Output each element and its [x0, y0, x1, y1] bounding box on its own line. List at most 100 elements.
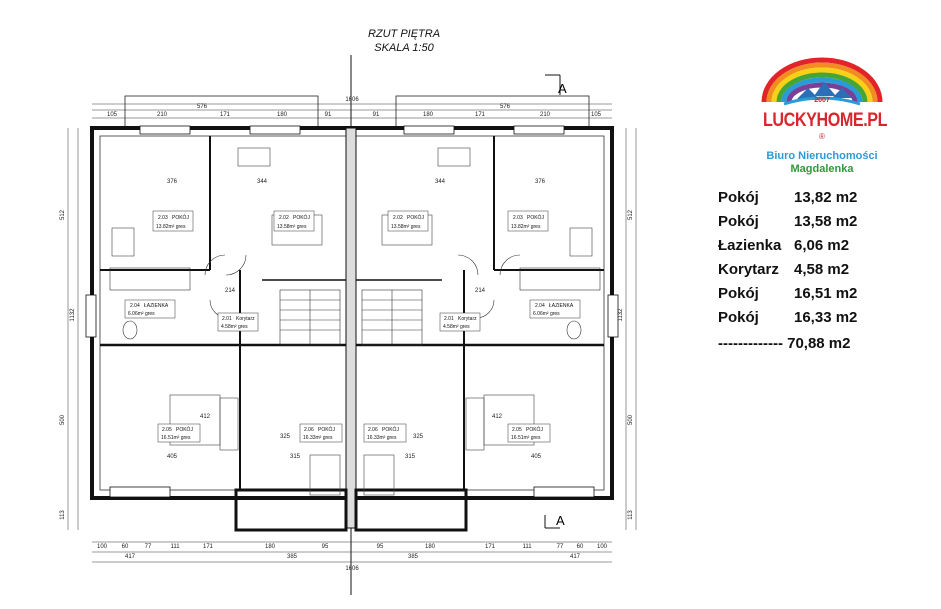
dim-top-0: 105	[107, 112, 118, 118]
dim-bottom-1: 60	[122, 544, 129, 550]
dim-right-1: 1132	[618, 308, 624, 322]
svg-text:16.51m² gres: 16.51m² gres	[161, 435, 191, 441]
svg-text:2.05: 2.05	[162, 427, 172, 433]
svg-text:ŁAZIENKA: ŁAZIENKA	[144, 303, 169, 309]
svg-text:2.06: 2.06	[368, 427, 378, 433]
dim-top-3: 180	[277, 112, 288, 118]
dim-inner-12: 325	[413, 434, 424, 440]
svg-text:2.05: 2.05	[512, 427, 522, 433]
dim-top-4: 91	[325, 112, 332, 118]
dim-top-9: 105	[591, 112, 602, 118]
dim-inner-8: 315	[405, 454, 416, 460]
dim-top-8: 210	[540, 112, 551, 118]
dim-inner-1: 344	[257, 179, 268, 185]
area-name: Pokój	[718, 309, 759, 326]
dim-top-7: 171	[475, 112, 486, 118]
dim-top-6: 180	[423, 112, 434, 118]
dim-inner-11: 325	[280, 434, 291, 440]
svg-text:2.04: 2.04	[535, 303, 545, 309]
svg-text:POKÓJ: POKÓJ	[382, 426, 399, 433]
area-name: Łazienka	[718, 237, 782, 254]
dim-top-1: 210	[157, 112, 168, 118]
dim-inner-4: 214	[225, 288, 236, 294]
svg-text:Korytarz: Korytarz	[236, 316, 255, 322]
svg-text:4.58m² gres: 4.58m² gres	[221, 324, 248, 330]
dim-right-0: 512	[628, 209, 634, 220]
svg-text:Korytarz: Korytarz	[458, 316, 477, 322]
dim-inner-13: 412	[492, 414, 503, 420]
dim-bottom-7: 95	[377, 544, 384, 550]
svg-text:POKÓJ: POKÓJ	[318, 426, 335, 433]
svg-text:POKÓJ: POKÓJ	[407, 214, 424, 221]
svg-text:2.02: 2.02	[279, 215, 289, 221]
svg-text:16.33m² gres: 16.33m² gres	[303, 435, 333, 441]
dim-bottom-span-2: 385	[408, 554, 419, 560]
dim-bottom-6: 95	[322, 544, 329, 550]
svg-text:6.06m² gres: 6.06m² gres	[128, 311, 155, 317]
svg-text:6.06m² gres: 6.06m² gres	[533, 311, 560, 317]
dim-inner-9: 405	[531, 454, 542, 460]
plan-title: RZUT PIĘTRA	[368, 28, 440, 40]
toilet-left	[122, 320, 138, 340]
svg-text:16.51m² gres: 16.51m² gres	[511, 435, 541, 441]
stairs-left	[279, 289, 341, 346]
dim-top-span-right: 576	[500, 104, 511, 110]
room-2-04-left: 2.04 ŁAZIENKA 6.06m² gres	[124, 299, 176, 319]
section-mark-top: A	[545, 74, 567, 96]
dim-left-0: 512	[60, 209, 66, 220]
area-value: 13,58 m2	[794, 213, 858, 230]
dim-inner-2: 344	[435, 179, 446, 185]
dim-bottom-13: 100	[597, 544, 608, 550]
stairs-right	[361, 289, 423, 346]
svg-text:13.82m² gres: 13.82m² gres	[511, 224, 541, 230]
dim-inner-5: 214	[475, 288, 486, 294]
floor-plan: RZUT PIĘTRA SKALA 1:50 1606 576 576 105 …	[60, 28, 637, 595]
dim-bottom-12: 60	[577, 544, 584, 550]
logo-year: 2007	[814, 97, 830, 104]
area-value: 13,82 m2	[794, 189, 858, 206]
area-name: Pokój	[718, 213, 759, 230]
dim-bottom-5: 180	[265, 544, 276, 550]
bathtub-right	[519, 267, 601, 291]
dim-right-2: 500	[628, 414, 634, 425]
dim-bottom-0: 100	[97, 544, 108, 550]
dim-bottom-span-3: 417	[570, 554, 581, 560]
luckyhome-logo: 2007	[761, 57, 883, 106]
dim-bottom-8: 180	[425, 544, 436, 550]
dim-inner-3: 376	[535, 179, 546, 185]
plan-scale: SKALA 1:50	[374, 42, 434, 54]
area-value: 4,58 m2	[794, 261, 850, 278]
dim-inner-10: 412	[200, 414, 211, 420]
toilet-right	[566, 320, 582, 340]
dim-inner-6: 405	[167, 454, 178, 460]
dim-total-top: 1606	[345, 97, 359, 103]
dim-inner-7: 315	[290, 454, 301, 460]
svg-text:2.03: 2.03	[158, 215, 168, 221]
dim-bottom-10: 111	[522, 544, 532, 550]
dim-right-3: 113	[628, 510, 634, 520]
svg-text:A: A	[558, 81, 567, 96]
area-name: Pokój	[718, 285, 759, 302]
dim-left-2: 500	[60, 414, 66, 425]
svg-text:POKÓJ: POKÓJ	[172, 214, 189, 221]
svg-text:2.01: 2.01	[444, 316, 454, 322]
area-row: Korytarz 4,58 m2	[718, 258, 938, 282]
svg-text:2.04: 2.04	[130, 303, 140, 309]
bathtub-left	[109, 267, 191, 291]
area-name: Korytarz	[718, 261, 779, 278]
svg-text:2.06: 2.06	[304, 427, 314, 433]
brand-city: Magdalenka	[790, 163, 854, 175]
dim-bottom-3: 111	[170, 544, 180, 550]
section-mark-bottom: A	[544, 513, 565, 529]
